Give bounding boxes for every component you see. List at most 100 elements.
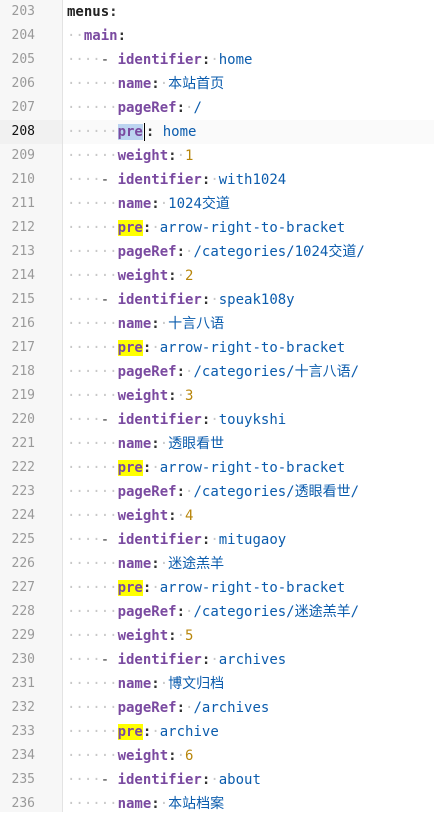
indent-whitespace-marker: ······ [67,196,118,212]
code-line[interactable]: ······pre:·archive [63,720,434,744]
yaml-key: pageRef [117,100,177,116]
line-number: 235 [11,772,35,787]
yaml-value: arrow-right-to-bracket [159,340,346,356]
line-number: 212 [11,220,35,235]
yaml-value: 5 [185,628,194,644]
line-number: 206 [11,76,35,91]
indent-whitespace-marker: ·· [67,28,84,44]
line-number: 218 [11,364,35,379]
yaml-value: 1 [185,148,194,164]
yaml-value: /categories/迷途羔羊/ [193,604,360,620]
indent-whitespace-marker: ···· [67,772,101,788]
list-dash: - [100,292,118,308]
code-area[interactable]: menus:··main:····- identifier:·home·····… [63,0,434,812]
code-line[interactable]: ······weight:·5 [63,624,434,648]
yaml-colon: : [142,460,152,476]
code-line[interactable]: ······name:·十言八语 [63,312,434,336]
yaml-key: pageRef [117,604,177,620]
line-number: 230 [11,652,35,667]
line-number: 228 [11,604,35,619]
code-line[interactable]: ····- identifier:·archives [63,648,434,672]
code-line[interactable]: menus: [63,0,434,24]
yaml-key: name [117,556,152,572]
yaml-value: 十言八语 [168,316,225,332]
code-line[interactable]: ······pageRef:·/archives [63,696,434,720]
space-marker: · [176,268,186,284]
yaml-value: 透眼看世 [168,436,225,452]
code-line[interactable]: ······pre:·arrow-right-to-bracket [63,216,434,240]
space-marker: · [176,748,186,764]
yaml-colon: : [142,220,152,236]
code-line[interactable]: ······weight:·3 [63,384,434,408]
yaml-key: pre [117,220,143,236]
indent-whitespace-marker: ······ [67,724,118,740]
text-caret [143,123,145,141]
space-marker: · [159,316,169,332]
code-line[interactable]: ······weight:·2 [63,264,434,288]
yaml-colon: : [176,364,186,380]
code-line[interactable]: ······pre: home [63,120,434,144]
space-marker: · [159,196,169,212]
space-marker: · [159,556,169,572]
indent-whitespace-marker: ······ [67,76,118,92]
code-line[interactable]: ······name:·本站首页 [63,72,434,96]
line-number: 227 [11,580,35,595]
yaml-key: weight [117,268,169,284]
code-line[interactable]: ····- identifier:·touykshi [63,408,434,432]
code-line[interactable]: ······pageRef:·/categories/迷途羔羊/ [63,600,434,624]
code-line[interactable]: ······pageRef:·/categories/透眼看世/ [63,480,434,504]
line-number: 208 [0,120,62,144]
code-line[interactable]: ······pageRef:·/categories/1024交道/ [63,240,434,264]
indent-whitespace-marker: ······ [67,796,118,812]
yaml-key: pre [117,580,143,596]
yaml-colon: : [151,196,160,212]
yaml-key: identifier [117,412,202,428]
code-line[interactable]: ····- identifier:·with1024 [63,168,434,192]
yaml-colon: : [176,100,186,116]
code-line[interactable]: ······pre:·arrow-right-to-bracket [63,576,434,600]
code-line[interactable]: ······name:·博文归档 [63,672,434,696]
indent-whitespace-marker: ···· [67,652,101,668]
line-number: 215 [11,292,35,307]
code-line[interactable]: ······pageRef:·/categories/十言八语/ [63,360,434,384]
indent-whitespace-marker: ······ [67,244,118,260]
yaml-colon: : [168,508,177,524]
space-marker: · [210,292,219,308]
yaml-key: weight [117,388,169,404]
code-line[interactable]: ······pageRef:·/ [63,96,434,120]
line-number: 210 [11,172,35,187]
line-number: 223 [11,484,35,499]
yaml-colon: : [145,124,155,140]
list-dash: - [100,412,118,428]
code-line[interactable]: ······name:·本站档案 [63,792,434,816]
yaml-value: with1024 [218,172,287,188]
yaml-value: touykshi [218,412,287,428]
yaml-colon: : [201,772,211,788]
yaml-colon: : [168,628,177,644]
space-marker: · [151,724,160,740]
code-line[interactable]: ······pre:·arrow-right-to-bracket [63,336,434,360]
space-marker: · [185,100,194,116]
yaml-key: name [117,676,152,692]
line-number: 229 [11,628,35,643]
line-number: 222 [11,460,35,475]
code-line[interactable]: ····- identifier:·speak108y [63,288,434,312]
code-line[interactable]: ····- identifier:·home [63,48,434,72]
code-line[interactable]: ······pre:·arrow-right-to-bracket [63,456,434,480]
yaml-colon: : [201,292,211,308]
code-line[interactable]: ··main: [63,24,434,48]
code-line[interactable]: ····- identifier:·about [63,768,434,792]
code-line[interactable]: ······weight:·1 [63,144,434,168]
code-line[interactable]: ······name:·迷途羔羊 [63,552,434,576]
yaml-key: pageRef [117,244,177,260]
yaml-colon: : [176,604,186,620]
code-line[interactable]: ······weight:·6 [63,744,434,768]
indent-whitespace-marker: ······ [67,436,118,452]
code-line[interactable]: ····- identifier:·mitugaoy [63,528,434,552]
code-line[interactable]: ······name:·1024交道 [63,192,434,216]
space-marker: · [185,244,194,260]
list-dash: - [100,652,118,668]
code-line[interactable]: ······weight:·4 [63,504,434,528]
code-line[interactable]: ······name:·透眼看世 [63,432,434,456]
